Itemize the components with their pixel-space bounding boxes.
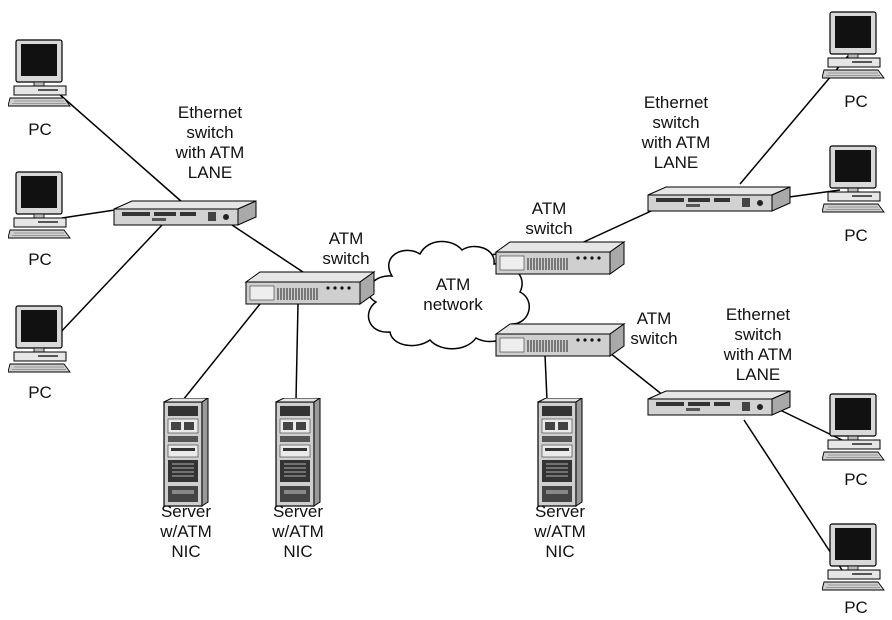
server-label: Server w/ATM NIC bbox=[534, 502, 586, 561]
atm-switch-icon bbox=[495, 241, 625, 275]
pc-label: PC bbox=[28, 250, 52, 269]
pc-label: PC bbox=[28, 120, 52, 139]
pc-icon bbox=[822, 11, 885, 79]
atm-switch-icon bbox=[245, 271, 375, 305]
ethernet-switch-label: Ethernet switch with ATM LANE bbox=[175, 103, 245, 182]
link-eswitch-left-atm-left bbox=[231, 224, 313, 279]
pc-icon bbox=[822, 393, 885, 461]
server-label: Server w/ATM NIC bbox=[160, 502, 212, 561]
atm-switch-label: ATM switch bbox=[322, 229, 370, 268]
ethernet-switch-icon bbox=[647, 186, 791, 212]
link-atm-top-eswitch-top bbox=[574, 205, 663, 247]
server-tower-icon bbox=[275, 398, 321, 507]
link-pc3-eswitch-left bbox=[57, 224, 163, 336]
pc-label: PC bbox=[28, 383, 52, 402]
atm-network-label: ATM network bbox=[423, 275, 483, 314]
atm-switch-label: ATM switch bbox=[630, 309, 678, 348]
pc-icon bbox=[822, 523, 885, 591]
server-label: Server w/ATM NIC bbox=[272, 502, 324, 561]
ethernet-switch-icon bbox=[113, 200, 257, 226]
pc-icon bbox=[8, 305, 71, 373]
atm-switch-icon bbox=[495, 323, 625, 357]
pc-label: PC bbox=[844, 92, 868, 111]
pc-label: PC bbox=[844, 470, 868, 489]
ethernet-switch-label: Ethernet switch with ATM LANE bbox=[723, 305, 793, 384]
ethernet-switch-icon bbox=[647, 390, 791, 416]
server-tower-icon bbox=[537, 398, 583, 507]
link-eswitch-top-pc5 bbox=[781, 189, 841, 199]
link-server2-atm-left bbox=[295, 303, 299, 401]
server-tower-icon bbox=[163, 398, 209, 507]
atm-switch-label: ATM switch bbox=[525, 199, 573, 238]
ethernet-switch-label: Ethernet switch with ATM LANE bbox=[641, 93, 711, 172]
pc-label: PC bbox=[844, 598, 868, 617]
link-pc1-eswitch-left bbox=[57, 92, 183, 203]
link-eswitch-low-pc7 bbox=[743, 419, 843, 571]
link-server1-atm-left bbox=[182, 303, 261, 401]
link-server3-atm-low bbox=[544, 354, 548, 401]
pc-icon bbox=[8, 171, 71, 239]
pc-label: PC bbox=[844, 226, 868, 245]
pc-icon bbox=[822, 145, 885, 213]
